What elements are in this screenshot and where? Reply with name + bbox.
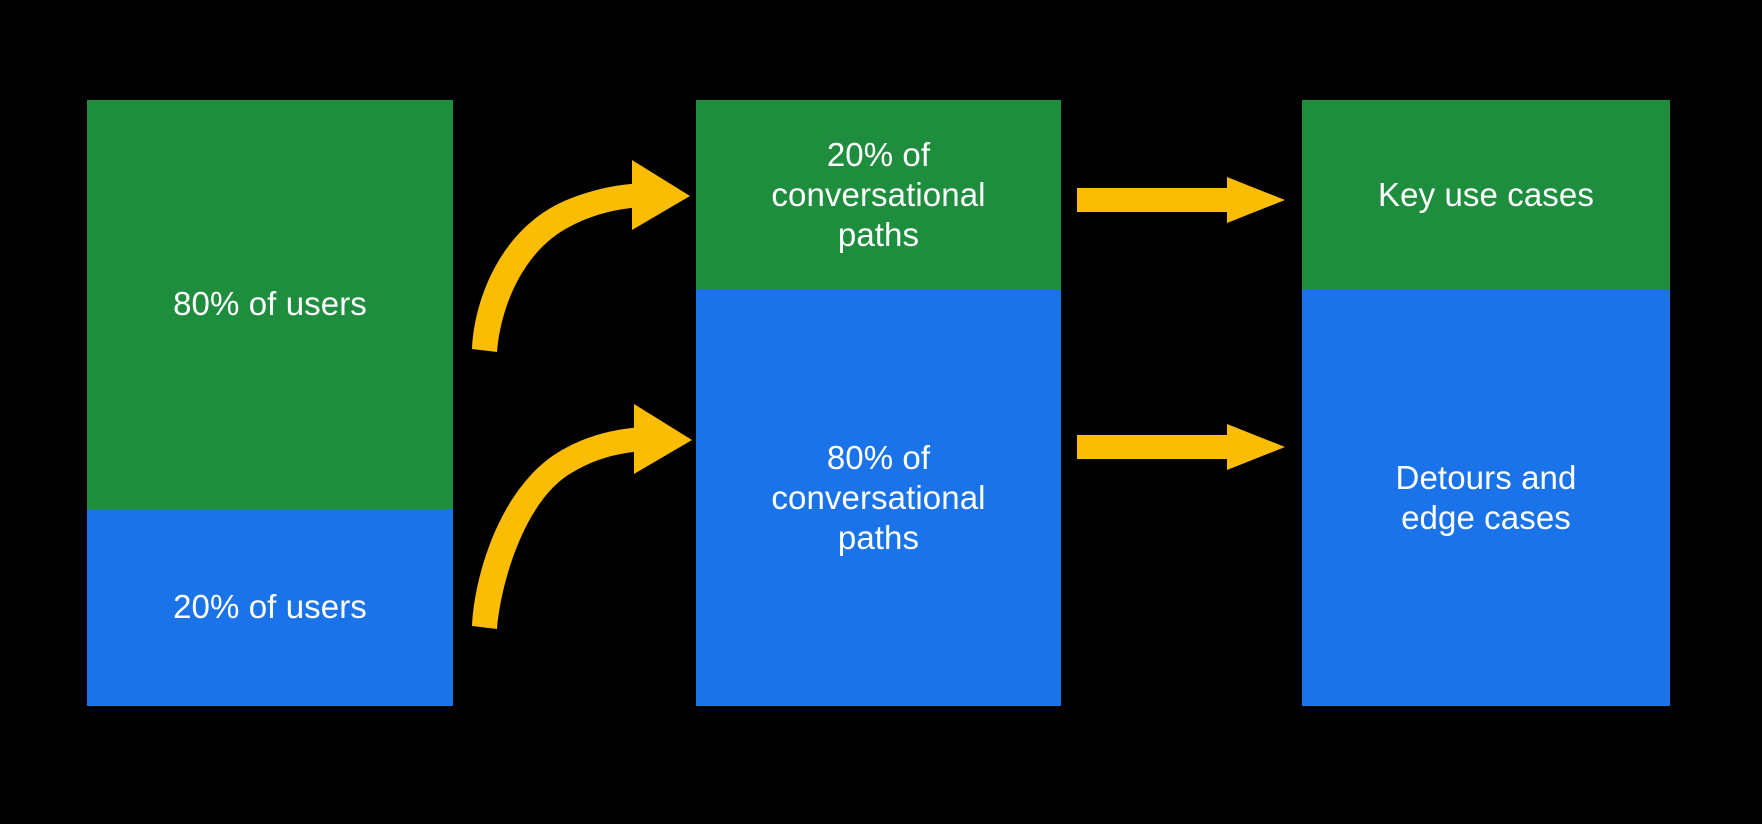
segment-detours-and-edge-cases: Detours and edge cases xyxy=(1302,290,1670,706)
segment-label: 20% of conversational paths xyxy=(771,135,986,254)
straight-arrow-upper-icon xyxy=(1077,177,1285,223)
straight-arrow-lower-icon xyxy=(1077,424,1285,470)
curved-arrow-lower-icon xyxy=(472,404,692,629)
use-cases-column: Key use cases Detours and edge cases xyxy=(1302,100,1670,706)
segment-20-percent-conversational-paths: 20% of conversational paths xyxy=(696,100,1061,290)
segment-label: 80% of users xyxy=(173,285,367,323)
segment-20-percent-of-users: 20% of users xyxy=(87,509,453,706)
segment-key-use-cases: Key use cases xyxy=(1302,100,1670,290)
segment-label: Detours and edge cases xyxy=(1395,458,1577,536)
segment-label: Key use cases xyxy=(1378,175,1594,213)
conversational-paths-column: 20% of conversational paths 80% of conve… xyxy=(696,100,1061,706)
segment-label: 20% of users xyxy=(173,588,367,626)
segment-80-percent-conversational-paths: 80% of conversational paths xyxy=(696,290,1061,706)
users-column: 80% of users 20% of users xyxy=(87,100,453,706)
segment-label: 80% of conversational paths xyxy=(771,438,986,557)
segment-80-percent-of-users: 80% of users xyxy=(87,100,453,509)
curved-arrow-upper-icon xyxy=(472,160,690,352)
